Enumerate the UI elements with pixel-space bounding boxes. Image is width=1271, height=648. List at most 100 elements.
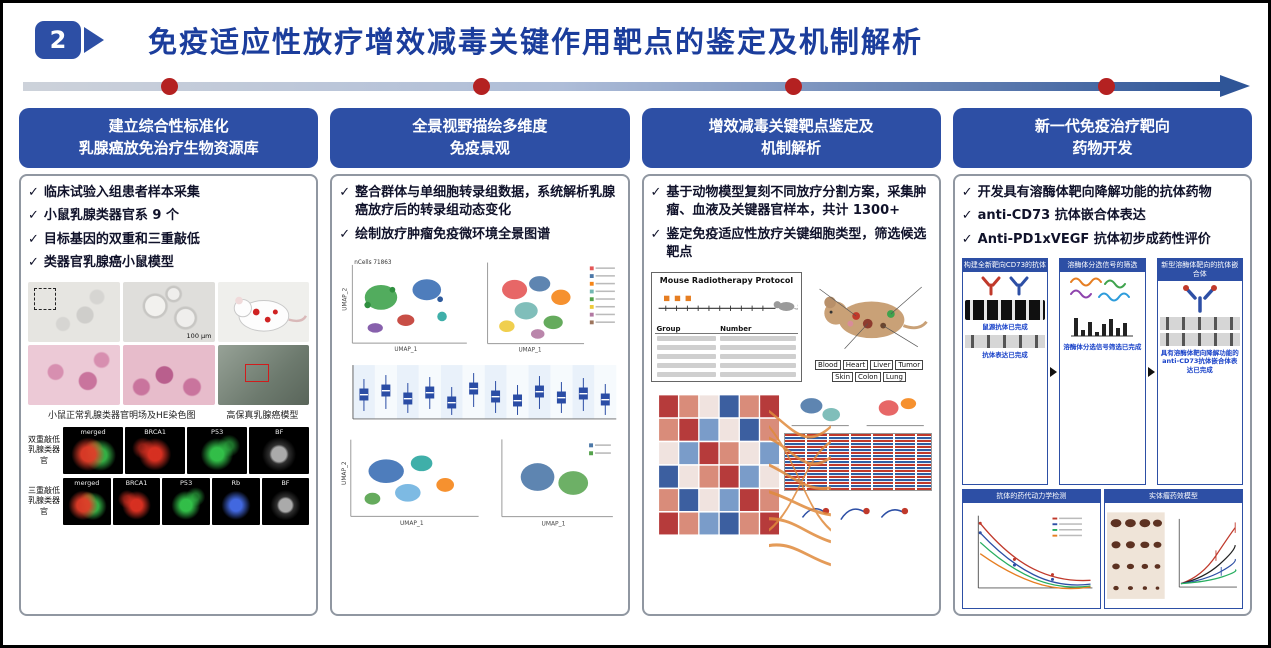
svg-text:UMAP_1: UMAP_1 — [400, 522, 424, 528]
check-icon: ✓ — [650, 185, 662, 200]
table-header-group: Group — [654, 324, 719, 334]
correlation-heatmap — [658, 395, 779, 535]
table-row — [655, 361, 799, 370]
fluo-tiles: merged BRCA1 P53 BF — [63, 426, 310, 474]
svg-text:UMAP_2: UMAP_2 — [343, 288, 349, 311]
panel-title: 溶酶体分选信号的筛选 — [1060, 259, 1145, 273]
sorting-signal-structures — [1070, 277, 1131, 302]
panel-title: 抗体的药代动力学检测 — [962, 490, 1100, 503]
bullet-text: 开发具有溶酶体靶向降解功能的抗体药物 — [977, 185, 1212, 200]
column-header: 增效减毒关键靶点鉴定及 机制解析 — [641, 108, 941, 168]
check-icon: ✓ — [28, 185, 39, 200]
zoom-region-box — [34, 287, 56, 310]
western-blot-image — [1159, 332, 1241, 346]
he-stain-zoom-image — [122, 344, 215, 405]
mouse-model-photo — [217, 344, 310, 405]
antibody-development-figures: 构建全新靶向CD73的抗体 鼠源抗体已完成 抗体表达已完成 — [961, 258, 1244, 609]
timeline-arrowhead-icon — [1220, 75, 1250, 97]
fluo-row-side-label: 双重敲低乳腺类器官 — [28, 434, 60, 465]
panel-cd73-antibody: 构建全新靶向CD73的抗体 鼠源抗体已完成 抗体表达已完成 — [961, 258, 1049, 485]
table-row — [655, 343, 799, 352]
fluo-label: P53 — [180, 478, 193, 487]
panel-antibody-chimera: 新型溶酶体靶向的抗体嵌合体 具有溶酶体靶向降解功能的anti-CD73抗体嵌合体… — [1156, 258, 1244, 485]
fluo-label: BF — [281, 478, 290, 487]
timeline-arrow — [21, 75, 1250, 98]
column-biobank: 建立综合性标准化 乳腺癌放免治疗生物资源库 ✓临床试验入组患者样本采集 ✓小鼠乳… — [19, 108, 319, 616]
panel-content: 具有溶酶体靶向降解功能的anti-CD73抗体嵌合体表达已完成 — [1158, 281, 1242, 484]
organ-chip: Skin — [832, 371, 854, 382]
column-header-line1: 增效减毒关键靶点鉴定及 — [708, 117, 874, 135]
bullet-text: 绘制放疗肿瘤免疫微环境全景图谱 — [355, 226, 551, 242]
mini-umap-row — [784, 386, 932, 430]
antibody-workflow-row: 构建全新靶向CD73的抗体 鼠源抗体已完成 抗体表达已完成 — [961, 258, 1244, 485]
umap-plot-celltypes: nCells 71863 UMAP_1 UM — [343, 260, 468, 353]
column-header: 全景视野描绘多维度 免疫景观 — [330, 108, 630, 168]
bullet-item: ✓基于动物模型复刻不同放疗分割方案，采集肿瘤、血液及关键器官样本，共计 1300… — [651, 184, 932, 221]
check-icon: ✓ — [961, 185, 973, 200]
caption-organoid: 小鼠正常乳腺类器官明场及HE染色图 — [48, 410, 196, 421]
chimera-antibody-icon — [1182, 284, 1217, 313]
boxplot-panel — [352, 365, 617, 420]
organ-chip: Liver — [870, 359, 894, 370]
protocol-title: Mouse Radiotherapy Protocol — [659, 275, 794, 285]
svg-text:UMAP_1: UMAP_1 — [395, 347, 418, 353]
highlight-box — [245, 364, 269, 382]
validation-row: 抗体的药代动力学检测 — [961, 489, 1243, 609]
he-stain-image — [28, 344, 120, 405]
umap-plot-condition: UMAP_1 — [501, 439, 613, 528]
column-body: ✓基于动物模型复刻不同放疗分割方案，采集肿瘤、血液及关键器官样本，共计 1300… — [641, 174, 941, 616]
umap-row-top: nCells 71863 UMAP_1 UM — [339, 253, 620, 357]
mini-umap-plot — [866, 397, 925, 426]
panel-title: 新型溶酶体靶向的抗体嵌合体 — [1157, 259, 1243, 281]
caption-model: 高保真乳腺癌模型 — [226, 410, 299, 421]
check-icon: ✓ — [650, 226, 662, 242]
pk-legend — [1052, 517, 1082, 537]
screening-bar-chart — [1071, 318, 1134, 337]
slide-header: 2 免疫适应性放疗增效减毒关键作用靶点的鉴定及机制解析 — [3, 3, 1268, 61]
panel-content — [963, 503, 1100, 608]
column-immune-landscape: 全景视野描绘多维度 免疫景观 ✓整合群体与单细胞转录组数据，系统解析乳腺癌放疗后… — [330, 108, 630, 616]
column-header-line2: 乳腺癌放免治疗生物资源库 — [78, 138, 259, 157]
single-cell-figures: nCells 71863 UMAP_1 UM — [339, 253, 620, 609]
umap-row-bottom: UMAP_1 UMAP_2 UMAP_1 — [339, 433, 620, 529]
bullet-item: ✓ 临床试验入组患者样本采集 — [28, 184, 309, 202]
columns-container: 建立综合性标准化 乳腺癌放免治疗生物资源库 ✓临床试验入组患者样本采集 ✓小鼠乳… — [3, 102, 1268, 616]
column-header-line2: 免疫景观 — [449, 138, 510, 157]
fluo-label: P53 — [211, 427, 224, 436]
panel-tumor-efficacy: 实体瘤药效模型 — [1103, 489, 1243, 609]
timeline-dot — [1098, 78, 1115, 95]
timeline-dot — [161, 78, 178, 95]
organ-chip: Colon — [855, 371, 881, 382]
status-caption: 鼠源抗体已完成 — [982, 323, 1028, 332]
status-caption: 抗体表达已完成 — [982, 350, 1028, 359]
correlation-heatmap-wrap — [651, 386, 780, 609]
bullet-text: Anti-PD1xVEGF 抗体初步成药性评价 — [977, 231, 1211, 247]
bullet-text: 小鼠乳腺类器官系 9 个 — [43, 208, 180, 224]
svg-text:UMAP_2: UMAP_2 — [342, 461, 348, 485]
section-number-badge: 2 — [35, 21, 81, 59]
bullet-text: 类器官乳腺癌小鼠模型 — [43, 255, 174, 271]
check-icon: ✓ — [961, 231, 973, 247]
check-icon: ✓ — [28, 231, 39, 247]
column-header-line1: 新一代免疫治疗靶向 — [1034, 117, 1170, 135]
workflow-arrow-icon — [1050, 366, 1058, 377]
bullet-item: ✓整合群体与单细胞转录组数据，系统解析乳腺癌放疗后的转录组动态变化 — [339, 184, 620, 221]
status-caption: 溶酶体分选信号筛选已完成 — [1063, 343, 1142, 352]
panel-title: 实体瘤药效模型 — [1104, 490, 1242, 503]
fluo-image-rb: Rb — [211, 477, 260, 525]
fluo-image-p53: P53 — [162, 477, 210, 525]
umap-plot-myeloid: UMAP_1 UMAP_2 — [342, 440, 479, 528]
organ-chip: Lung — [882, 371, 906, 382]
bullet-text: 临床试验入组患者样本采集 — [43, 185, 200, 200]
column-header: 新一代免疫治疗靶向 药物开发 — [952, 108, 1252, 168]
bullet-list: ✓开发具有溶酶体靶向降解功能的抗体药物 ✓anti-CD73 抗体嵌合体表达 ✓… — [962, 184, 1243, 254]
bullet-item: ✓目标基因的双重和三重敲低 — [28, 231, 309, 249]
column-body: ✓整合群体与单细胞转录组数据，系统解析乳腺癌放疗后的转录组动态变化 ✓绘制放疗肿… — [330, 174, 630, 616]
column-target-identification: 增效减毒关键靶点鉴定及 机制解析 ✓基于动物模型复刻不同放疗分割方案，采集肿瘤、… — [641, 108, 941, 616]
organ-chip: Blood — [815, 359, 841, 370]
mouse-tumor-illustration — [217, 281, 310, 342]
